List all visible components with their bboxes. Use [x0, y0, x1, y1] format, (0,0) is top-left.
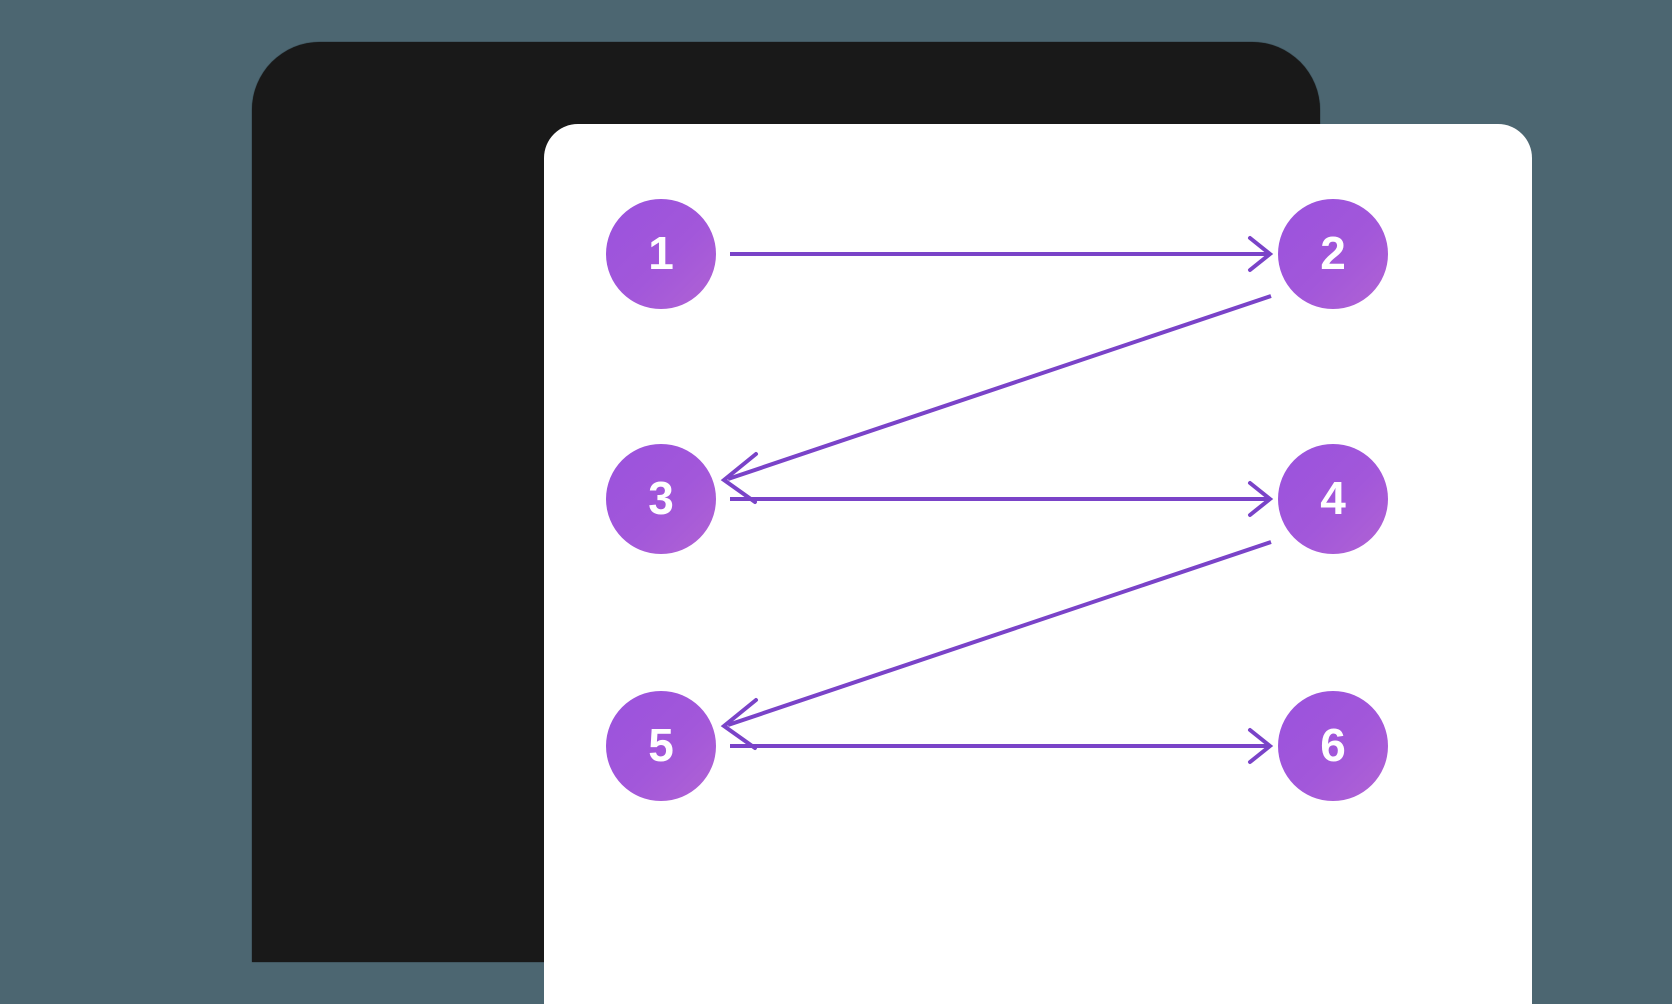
edge-5-to-6: [730, 728, 1274, 764]
node-2[interactable]: 2: [1278, 199, 1388, 309]
edge-1-to-2: [730, 236, 1274, 272]
node-6[interactable]: 6: [1278, 691, 1388, 801]
device-frame: 1 2 3 4 5 6: [252, 42, 1532, 1004]
node-6-label: 6: [1320, 719, 1346, 771]
edge-4-to-5: [720, 540, 1272, 750]
node-3-label: 3: [648, 472, 674, 524]
node-1-label: 1: [648, 227, 674, 279]
node-2-label: 2: [1320, 227, 1346, 279]
node-flow-diagram: 1 2 3 4 5 6: [544, 124, 1532, 1004]
node-4-label: 4: [1320, 472, 1346, 524]
screenshot-stage: 1 2 3 4 5 6: [252, 42, 1532, 1004]
node-5[interactable]: 5: [606, 691, 716, 801]
node-1[interactable]: 1: [606, 199, 716, 309]
edge-3-to-4: [730, 481, 1274, 517]
device-screen: 1 2 3 4 5 6: [544, 124, 1532, 1004]
edge-2-to-3: [720, 294, 1272, 504]
node-4[interactable]: 4: [1278, 444, 1388, 554]
node-3[interactable]: 3: [606, 444, 716, 554]
node-5-label: 5: [648, 719, 674, 771]
